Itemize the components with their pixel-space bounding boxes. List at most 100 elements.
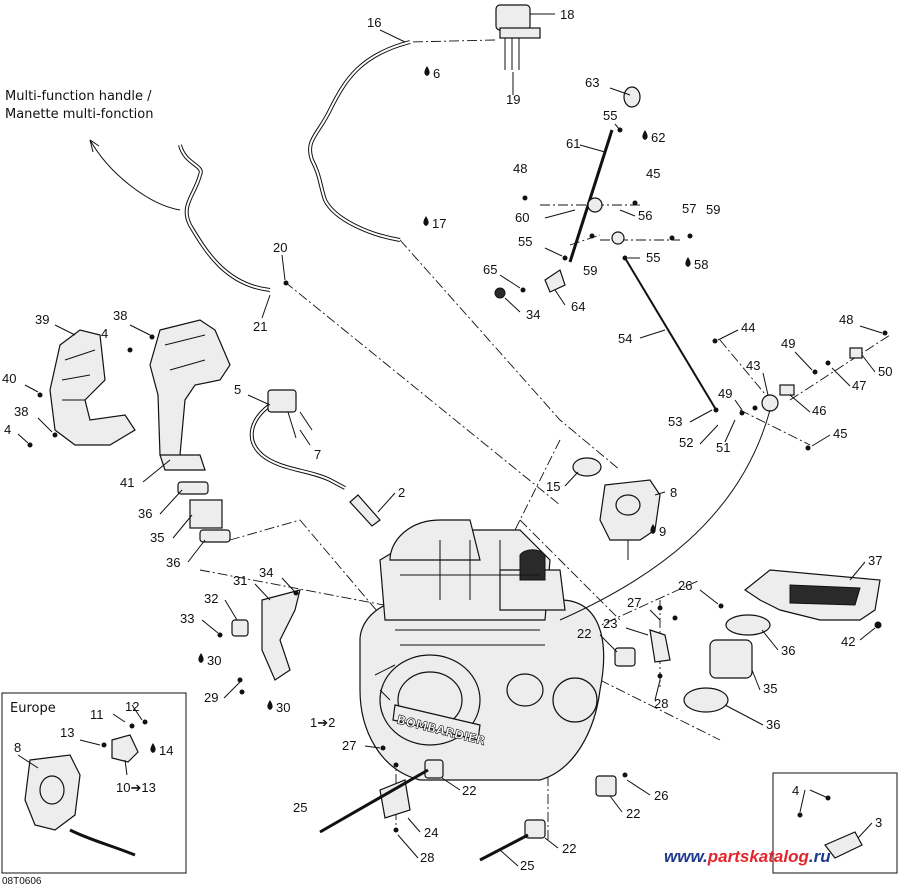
callout-61: 61: [566, 136, 580, 151]
callout-36-right-top: 36: [781, 643, 795, 658]
watermark: www.partskatalog.ru: [664, 847, 831, 866]
callout-43: 43: [746, 358, 760, 373]
nut-34-top: [494, 287, 506, 299]
handle-arrowhead: [89, 139, 100, 153]
callout-5: 5: [234, 382, 241, 397]
callout-44: 44: [741, 320, 755, 335]
air-intake-duct: [149, 319, 231, 471]
coupler-stack-left: [177, 481, 231, 543]
hardware-dots: [27, 127, 888, 833]
callout-23: 23: [603, 616, 617, 631]
engine-assembly: [359, 519, 605, 781]
engine-support: [261, 589, 301, 681]
callout-30-bottom: 30: [276, 700, 290, 715]
bracket-24: [379, 779, 411, 819]
callout-60: 60: [515, 210, 529, 225]
handle-label-line2: Manette multi-fonction: [5, 107, 153, 122]
callout-8-europe: 8: [14, 740, 21, 755]
lubricant-drop-icons: [150, 66, 691, 753]
handle-pointer: [89, 139, 181, 211]
callout-20: 20: [273, 240, 287, 255]
callout-29: 29: [204, 690, 218, 705]
air-intake-silencer: [743, 569, 881, 621]
callout-57: 57: [682, 201, 696, 216]
duct-heat-shield: [49, 329, 136, 446]
throttle-cable: [308, 40, 411, 242]
bracket-23: [649, 629, 671, 663]
callout-36-right-bottom: 36: [766, 717, 780, 732]
callout-4-inset: 4: [792, 783, 799, 798]
bushing-32: [231, 619, 249, 637]
linkage-56: [587, 197, 625, 245]
callout-45-top: 45: [646, 166, 660, 181]
gear-knob-63: [623, 86, 641, 108]
callout-53: 53: [668, 414, 682, 429]
watermark-suffix: .ru: [809, 847, 831, 866]
callout-36-left-top: 36: [138, 506, 152, 521]
callout-14: 14: [159, 743, 173, 758]
callout-34-top: 34: [526, 307, 540, 322]
watermark-prefix: www.: [664, 847, 708, 866]
callout-6: 6: [433, 66, 440, 81]
callout-63: 63: [585, 75, 599, 90]
callout-18: 18: [560, 7, 574, 22]
callout-48-right: 48: [839, 312, 853, 327]
callout-2: 2: [398, 485, 405, 500]
callout-4-top: 4: [101, 326, 108, 341]
callout-49-mid: 49: [718, 386, 732, 401]
callout-17: 17: [432, 216, 446, 231]
callout-21: 21: [253, 319, 267, 334]
callout-1-to-2: 1➔2: [310, 715, 335, 730]
ignition-coil: [267, 389, 313, 439]
callout-30-top: 30: [207, 653, 221, 668]
callout-9: 9: [659, 524, 666, 539]
callout-39: 39: [35, 312, 49, 327]
callout-62: 62: [651, 130, 665, 145]
inset-3-frame: [772, 772, 898, 874]
lever-64: [544, 269, 566, 293]
callout-22-bottom: 22: [562, 841, 576, 856]
callout-28-top: 28: [654, 696, 668, 711]
drawing-code: 08T0606: [2, 876, 42, 887]
handle-label-line1: Multi-function handle /: [5, 89, 152, 104]
callout-35-left: 35: [150, 530, 164, 545]
callout-26-top: 26: [678, 578, 692, 593]
callout-22-mid: 22: [462, 783, 476, 798]
callout-22-right: 22: [577, 626, 591, 641]
drop-icon: [642, 130, 648, 140]
bolt-25b: [479, 833, 529, 862]
linkage-43-46: [761, 347, 863, 412]
drop-icon: [267, 700, 273, 710]
leader-lines: [17, 13, 883, 867]
callout-19: 19: [506, 92, 520, 107]
rubber-mounts: [424, 647, 636, 839]
callout-3: 3: [875, 815, 882, 830]
callout-51: 51: [716, 440, 730, 455]
callout-27-top: 27: [627, 595, 641, 610]
watermark-brand: partskatalog: [707, 847, 810, 866]
callout-52: 52: [679, 435, 693, 450]
callout-34-mid: 34: [259, 565, 273, 580]
drop-icon: [423, 216, 429, 226]
callout-24: 24: [424, 825, 438, 840]
callout-11: 11: [90, 707, 104, 722]
callout-55-right: 55: [646, 250, 660, 265]
drop-icon: [198, 653, 204, 663]
clamp-15: [572, 457, 602, 477]
callout-4-mid: 4: [4, 422, 11, 437]
drop-icon: [150, 743, 156, 753]
europe-inset-frame: [1, 692, 187, 874]
callout-59-mid: 59: [583, 263, 597, 278]
callout-64: 64: [571, 299, 585, 314]
callout-labels: 16 18 6 19 63 55 62 61 48 45 60 56 57 59…: [2, 7, 892, 873]
vent-hose-europe: [69, 828, 136, 857]
part-3: [824, 831, 863, 859]
callout-12: 12: [125, 699, 139, 714]
callout-55-top: 55: [603, 108, 617, 123]
callout-50: 50: [878, 364, 892, 379]
callout-55-mid: 55: [518, 234, 532, 249]
spark-plug-wire: [249, 403, 346, 490]
callout-8: 8: [670, 485, 677, 500]
callout-7: 7: [314, 447, 321, 462]
